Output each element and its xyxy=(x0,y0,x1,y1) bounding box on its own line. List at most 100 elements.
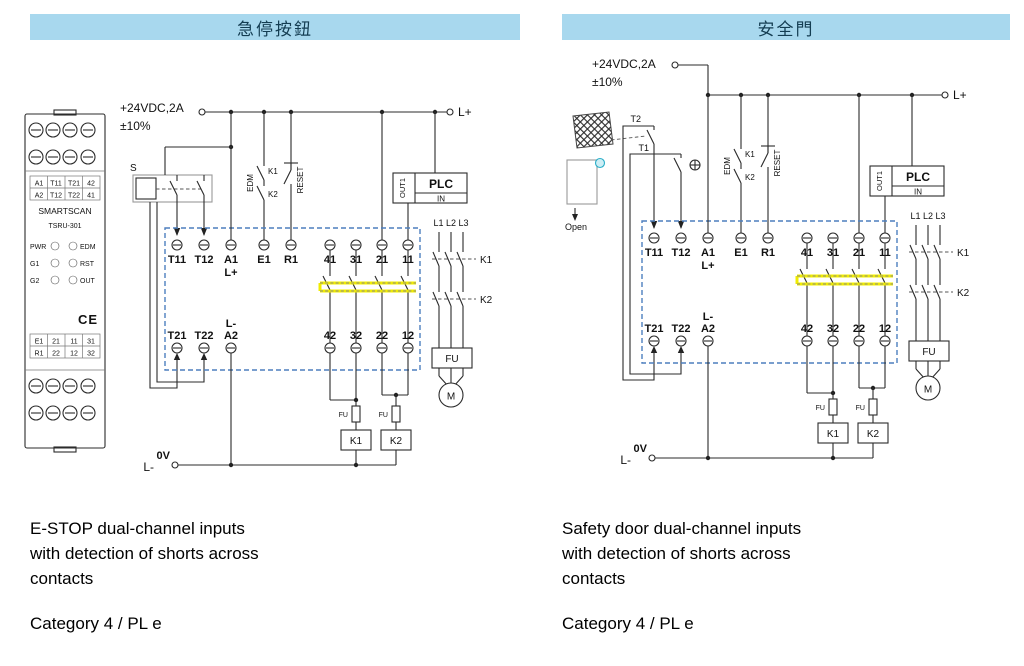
edm-feedback-branch: EDM K1 K2 xyxy=(723,95,755,233)
safety-door-symbol: Open T2 T1 xyxy=(565,111,701,232)
caption-line: contacts xyxy=(562,569,626,588)
fuse-label: FU xyxy=(816,405,825,412)
caption-line: with detection of shorts across xyxy=(562,544,791,563)
header-safety-door: 安全門 xyxy=(562,14,1010,40)
relay-output-contacts xyxy=(795,243,893,336)
reset-branch: RESET xyxy=(283,112,305,240)
a2-lminus-label: L- xyxy=(703,311,714,323)
k1-coil-label: K1 xyxy=(827,429,840,440)
k1-coil-label: K1 xyxy=(350,436,363,447)
door-pivot-marker xyxy=(594,157,606,169)
plc-unit: OUT1 PLC IN xyxy=(381,112,468,240)
k1-contact-label: K1 xyxy=(480,255,493,266)
caption-line: E-STOP dual-channel inputs xyxy=(30,519,245,538)
module-term-label: T21 xyxy=(68,181,80,188)
contactor-coil-branches: FU K1 FU K2 xyxy=(329,353,412,465)
terminal-label: 42 xyxy=(324,330,336,342)
top-terminal-row: T11 T12 A1 E1 R1 41 31 21 11 L+ xyxy=(645,95,891,272)
plc-in-label: IN xyxy=(914,188,922,197)
terminal-label: A1 xyxy=(224,254,238,266)
pwr-led xyxy=(50,241,60,251)
supply-tolerance-label: ±10% xyxy=(592,75,623,89)
motor-label: M xyxy=(447,392,455,403)
caption-safety-door: Safety door dual-channel inputs with det… xyxy=(562,516,902,591)
lplus-label: L+ xyxy=(953,88,967,102)
led-label-edm: EDM xyxy=(80,244,96,251)
supply-feed: +24VDC,2A ±10% xyxy=(592,57,709,95)
plc-label: PLC xyxy=(429,177,453,191)
reset-label: RESET xyxy=(773,150,782,177)
module-term-label: 12 xyxy=(70,351,78,358)
led-label-g1: G1 xyxy=(30,261,39,268)
k2-coil-label: K2 xyxy=(867,429,880,440)
rst-led xyxy=(68,258,78,268)
edm-led xyxy=(68,241,78,251)
edm-label: EDM xyxy=(246,174,255,192)
bottom-terminal-row: T21 T22 A2 42 32 22 12 L- xyxy=(645,311,891,347)
module-term-label: E1 xyxy=(35,339,44,346)
edm-k2-label: K2 xyxy=(268,190,278,199)
lminus-label: L- xyxy=(143,460,154,474)
estop-mushroom xyxy=(135,177,157,200)
terminal-label: E1 xyxy=(734,247,747,259)
header-estop: 急停按鈕 xyxy=(30,14,520,40)
zero-volt-rail: 0V L- xyxy=(620,346,873,467)
fuse-label: FU xyxy=(339,412,348,419)
terminal-label: 32 xyxy=(827,323,839,335)
terminal-label: T12 xyxy=(672,247,691,259)
door-open-label: Open xyxy=(565,222,587,232)
plc-unit: OUT1 PLC IN xyxy=(858,95,945,233)
din-clip-top xyxy=(53,109,77,116)
terminal-label: E1 xyxy=(257,254,270,266)
terminal-label: T21 xyxy=(645,323,664,335)
safety-relay-module: A1 T11 T21 42 A2 T12 T22 41 SMARTSCAN TS… xyxy=(24,109,106,453)
module-model: TSRU-301 xyxy=(48,223,81,230)
caption-line: Safety door dual-channel inputs xyxy=(562,519,802,538)
terminal-label: A2 xyxy=(224,330,238,342)
plc-label: PLC xyxy=(906,170,930,184)
estop-block: S xyxy=(130,144,234,203)
module-top-terminal-screws xyxy=(25,122,105,172)
reset-branch: RESET xyxy=(760,95,782,233)
module-term-label: T11 xyxy=(50,181,62,188)
module-term-label: 21 xyxy=(52,339,60,346)
edm-k1-label: K1 xyxy=(745,150,755,159)
terminal-label: R1 xyxy=(761,247,775,259)
plc-out1-label: OUT1 xyxy=(398,178,407,198)
door-t2-label: T2 xyxy=(630,114,641,124)
phase-lines-label: L1 L2 L3 xyxy=(910,211,945,221)
terminal-label: 22 xyxy=(853,323,865,335)
motor-label: M xyxy=(924,385,932,396)
g2-led xyxy=(50,275,60,285)
caption-line: contacts xyxy=(30,569,94,588)
module-term-label: R1 xyxy=(35,351,44,358)
caption-estop: E-STOP dual-channel inputs with detectio… xyxy=(30,516,360,591)
module-brand: SMARTSCAN xyxy=(38,206,91,216)
supply-voltage-label: +24VDC,2A xyxy=(120,101,184,115)
terminal-label: T11 xyxy=(645,247,663,259)
supply-feed: +24VDC,2A ±10% xyxy=(120,101,206,133)
top-terminal-row: T11 T12 A1 E1 R1 41 31 21 11 L+ xyxy=(168,112,414,279)
terminal-label: T12 xyxy=(195,254,214,266)
terminal-label: T21 xyxy=(168,330,187,342)
k2-contact-label: K2 xyxy=(480,295,493,306)
reset-label: RESET xyxy=(296,167,305,194)
zero-v-label: 0V xyxy=(634,443,648,455)
module-housing xyxy=(24,113,106,449)
lplus-label: L+ xyxy=(458,105,472,119)
safety-door-circuit-diagram: +24VDC,2A ±10% L+ Open T2 T1 xyxy=(565,57,970,467)
caption-line: with detection of shorts across xyxy=(30,544,259,563)
plc-in-label: IN xyxy=(437,195,445,204)
contactor-coil-branches: FU K1 FU K2 xyxy=(806,346,889,458)
a1-lplus-label: L+ xyxy=(701,260,714,272)
bottom-terminal-row: T21 T22 A2 42 32 22 12 L- xyxy=(168,318,414,354)
zero-volt-rail: 0V L- xyxy=(143,353,396,474)
edm-label: EDM xyxy=(723,157,732,175)
door-open-outline xyxy=(566,159,598,205)
estop-circuit-diagram: +24VDC,2A ±10% L+ S EDM K1 K xyxy=(120,101,493,474)
supply-voltage-label: +24VDC,2A xyxy=(592,57,656,71)
estop-switch-label: S xyxy=(130,163,137,174)
door-t1-label: T1 xyxy=(638,143,649,153)
header-safety-door-title: 安全門 xyxy=(757,19,815,39)
